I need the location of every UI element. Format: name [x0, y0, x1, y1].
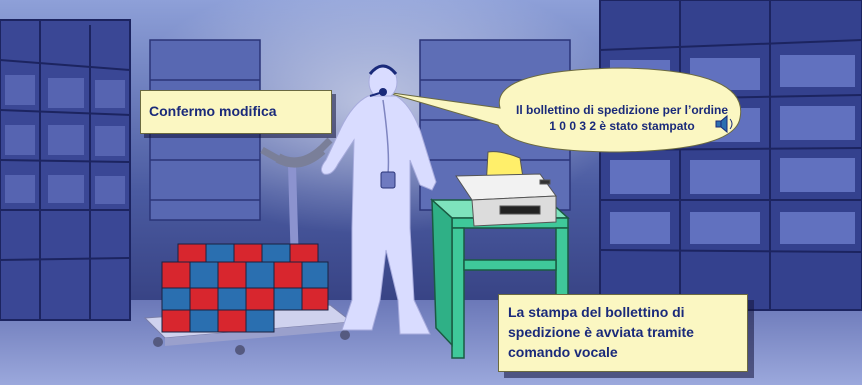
speech-line-1: Il bollettino di spedizione per l’ordine: [515, 103, 728, 117]
worker-silhouette: [320, 64, 437, 335]
info-box: La stampa del bollettino di spedizione è…: [498, 294, 748, 372]
headset-icon: [368, 64, 398, 189]
speaker-icon: [715, 114, 733, 134]
speech-bubble: [384, 67, 742, 153]
left-shelving: [0, 19, 131, 321]
left-bins: [5, 75, 125, 204]
info-line-3: comando vocale: [508, 344, 618, 360]
right-shelving: [599, 0, 862, 311]
confirm-label: Confermo modifica: [149, 103, 277, 119]
speech-bubble-text: Il bollettino di spedizione per l’ordine…: [502, 102, 742, 134]
stacked-boxes: [161, 243, 329, 333]
info-line-1: La stampa del bollettino di: [508, 304, 685, 320]
speech-line-2: 1 0 0 3 2 è stato stampato: [549, 119, 695, 133]
info-line-2: spedizione è avviata tramite: [508, 324, 694, 340]
confirm-callout: Confermo modifica: [140, 90, 332, 134]
printer-icon: [455, 151, 557, 227]
